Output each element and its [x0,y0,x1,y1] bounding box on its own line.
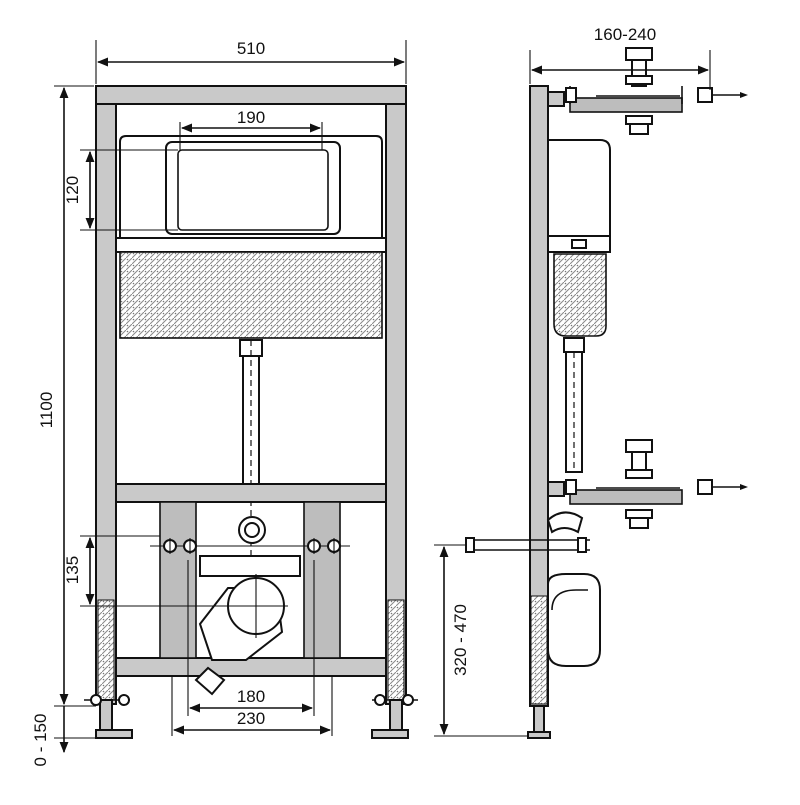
inlet-ring-inner [244,522,260,538]
left-anchor-bolt [84,694,130,706]
side-waste-inner [551,589,588,611]
flush-panel-inner [177,149,329,231]
side-cistern-insulation [553,253,607,337]
side-adjust-foot [530,595,548,705]
dim-bolt-spacing: 180 [237,687,265,706]
dim-outlet-offset: 135 [63,556,82,584]
dim-wall-distance: 160-240 [594,25,656,44]
top-wall-bracket [547,47,748,135]
cistern-rim [115,237,387,253]
left-foot-leg [99,699,113,731]
left-foot-plate [95,729,133,739]
flush-panel-opening [165,141,341,235]
lower-wall-bracket [547,439,748,529]
side-cistern-clip [571,239,587,249]
dim-outlet-height: 320 - 470 [451,604,470,676]
outlet-cross-plate [199,555,301,577]
right-adjust-foot [387,599,405,701]
cistern-insulation [119,251,383,339]
front-view: 510 190 120 1100 135 0 - 150 180 [31,39,418,766]
side-waste-elbow [547,573,601,667]
side-foot-plate [527,731,551,739]
side-cistern [547,139,611,237]
side-pipe-connector [563,337,585,353]
dim-panel-width: 190 [237,108,265,127]
left-adjust-foot [97,599,115,701]
middle-rail [115,483,387,503]
right-foot-plate [371,729,409,739]
bolt-holes [150,538,350,554]
side-flush-elbow [546,511,584,534]
side-threaded-rod [465,537,590,553]
side-foot-leg [533,705,545,733]
dim-bracket-spacing: 230 [237,709,265,728]
dim-feet-adjust: 0 - 150 [31,714,50,767]
dim-panel-height: 120 [63,176,82,204]
right-foot-leg [389,699,403,731]
side-view: 160-240 320 - 470 [434,25,748,739]
dim-total-height: 1100 [37,392,56,429]
right-anchor-bolt [372,694,418,706]
bottom-rail [115,657,387,677]
right-bracket [303,501,341,659]
top-rail [95,85,407,105]
left-bracket [159,501,197,659]
dim-frame-width: 510 [237,39,265,58]
